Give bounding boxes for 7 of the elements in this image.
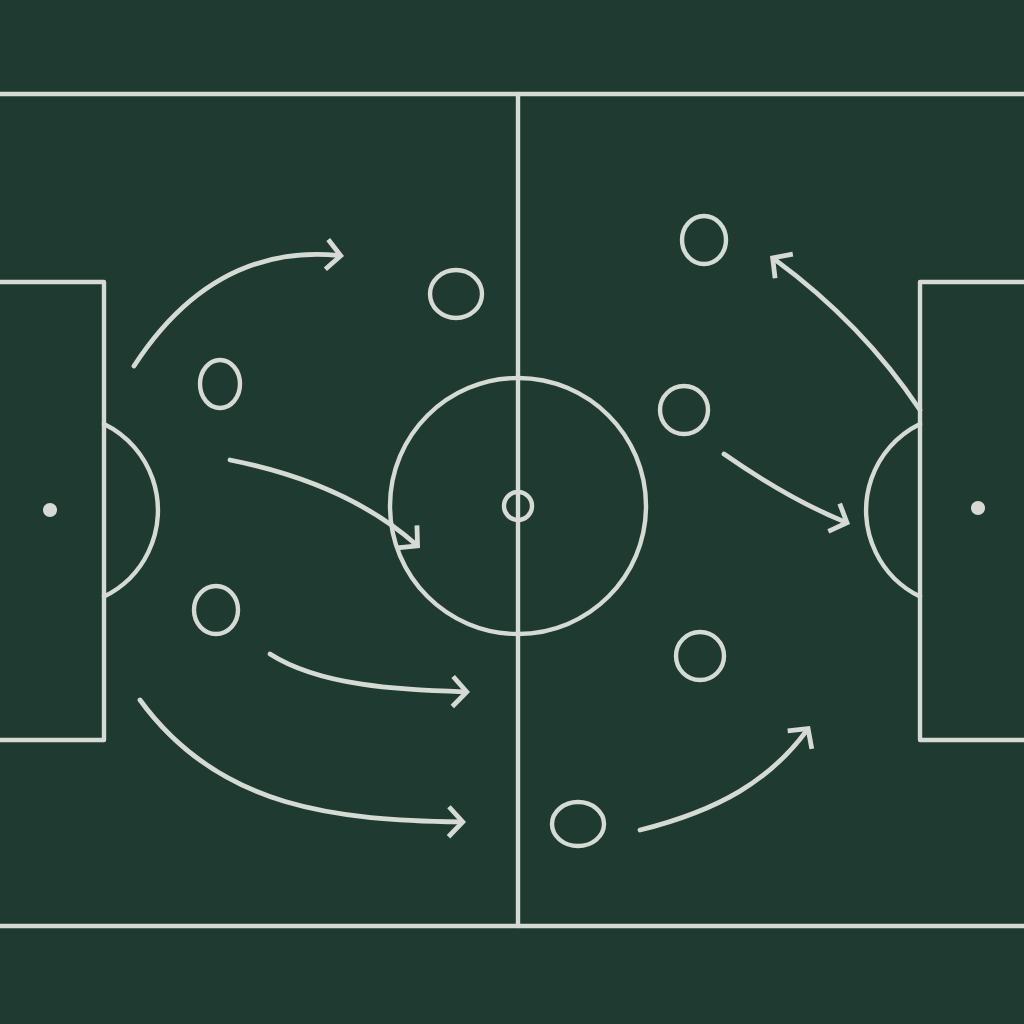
player-marker (197, 357, 243, 411)
player-marker (657, 383, 711, 437)
player-marker (191, 583, 241, 637)
player-marker (679, 213, 729, 267)
player-marker (673, 629, 727, 683)
player-marker (427, 267, 485, 321)
player-marker (549, 799, 607, 849)
